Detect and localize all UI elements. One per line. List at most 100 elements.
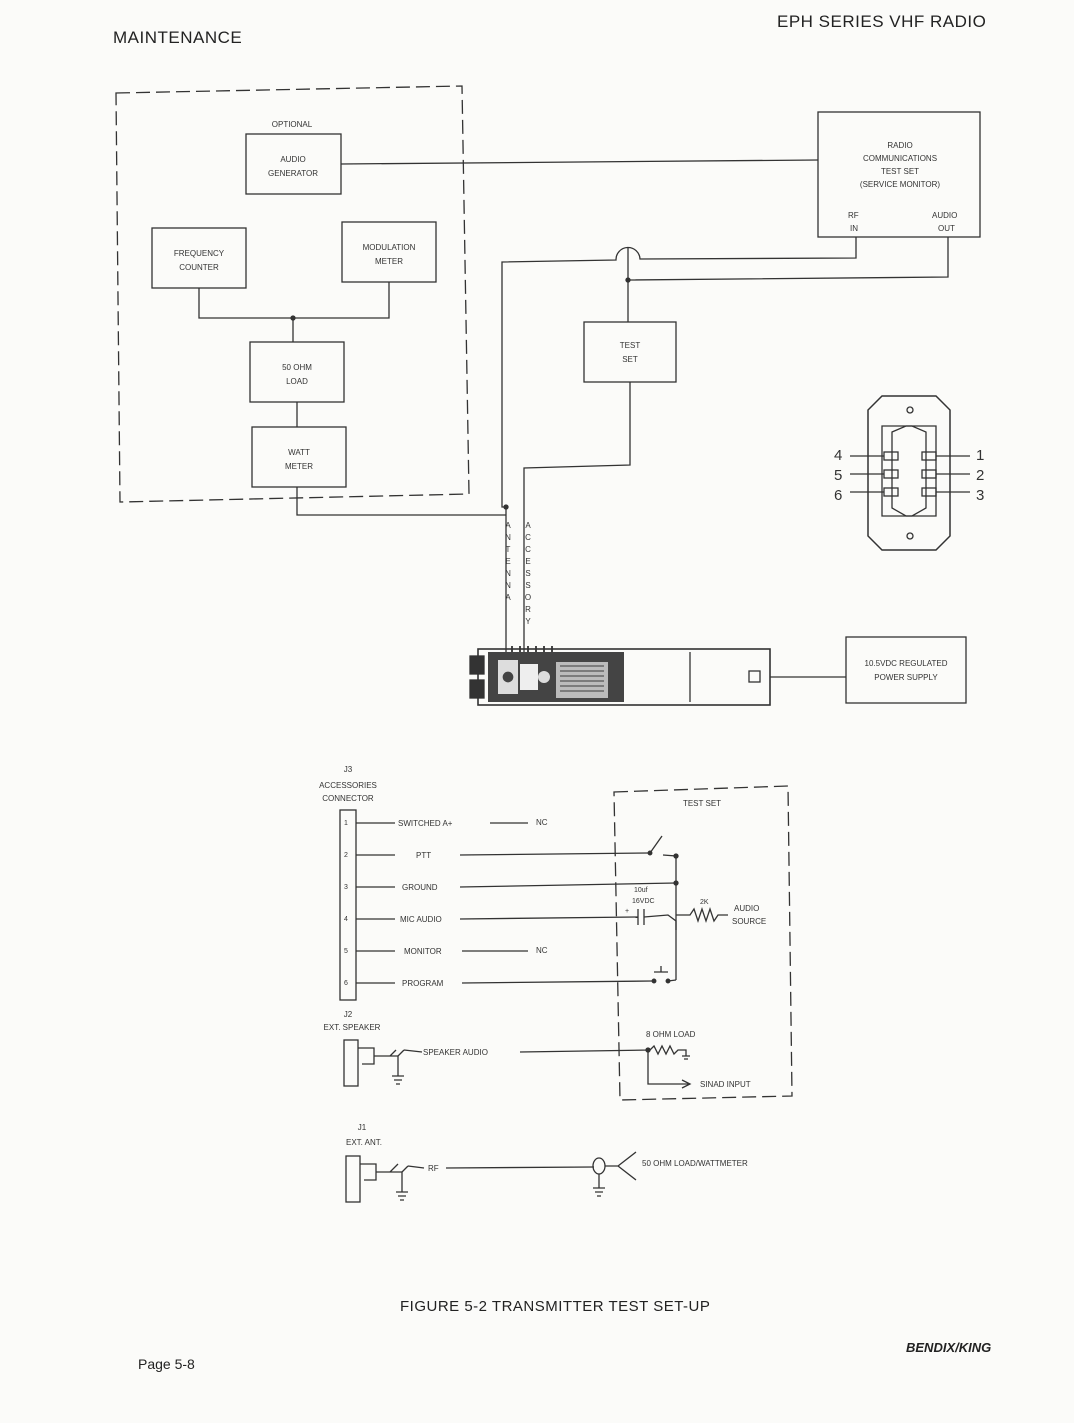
svg-text:1: 1 [344,820,348,827]
audio-generator-line2: GENERATOR [268,169,318,178]
svg-text:A: A [505,521,511,530]
pin6-label: PROGRAM [402,979,444,988]
svg-text:A: A [525,521,531,530]
audio-out-label-1: AUDIO [932,211,957,220]
j3-connector-body [339,809,357,1001]
svg-text:3: 3 [344,884,348,891]
service-monitor-line4: (SERVICE MONITOR) [860,180,940,189]
svg-text:E: E [505,557,510,566]
test-set-line1: TEST [620,341,641,350]
svg-text:T: T [506,545,511,554]
load-50ohm-box [249,341,345,403]
antenna-vertical-label: A N T E N N A [505,521,511,602]
j2-jack [343,1039,359,1087]
optional-enclosure [115,85,470,503]
pin1-label: SWITCHED A+ [398,819,453,828]
audio-source-label-1: AUDIO [734,904,759,913]
audio-generator-box [245,133,342,195]
watt-meter-line1: WATT [288,448,310,457]
load-50ohm-line1: 50 OHM [282,363,312,372]
speaker-audio-label: SPEAKER AUDIO [423,1048,488,1057]
figure-caption: FIGURE 5-2 TRANSMITTER TEST SET-UP [400,1298,711,1315]
j1-label-2: EXT. ANT. [346,1138,382,1147]
power-supply-box [845,636,967,704]
pin5-label: MONITOR [404,947,442,956]
svg-text:4: 4 [344,916,348,923]
svg-text:S: S [525,569,530,578]
connector-pinout-drawing [850,395,970,551]
load-wattmeter-label: 50 OHM LOAD/WATTMETER [642,1159,748,1168]
svg-text:N: N [505,569,511,578]
capacitor-label-1: 10uf [634,887,648,894]
pin-label-6: 6 [834,487,842,504]
pin-label-5: 5 [834,467,842,484]
svg-text:6: 6 [344,980,348,987]
j1-jack [345,1155,361,1203]
pin4-label: MIC AUDIO [400,915,442,924]
manual-title: EPH SERIES VHF RADIO [777,12,987,31]
j2-label-2: EXT. SPEAKER [324,1023,381,1032]
audio-generator-line1: AUDIO [280,155,305,164]
j3-label-2: ACCESSORIES [319,781,377,790]
nc-label-1: NC [536,818,548,827]
svg-text:E: E [525,557,530,566]
pin-label-3: 3 [976,487,984,504]
page-number: Page 5-8 [138,1356,195,1372]
modulation-meter-line1: MODULATION [363,243,416,252]
svg-text:S: S [525,581,530,590]
service-monitor-box [817,111,981,238]
pin3-label: GROUND [402,883,438,892]
svg-text:O: O [525,593,531,602]
svg-text:R: R [525,605,531,614]
test-set-box [583,321,677,383]
watt-meter-box [251,426,347,488]
nc-label-2: NC [536,946,548,955]
svg-text:N: N [505,581,511,590]
test-set-line2: SET [622,355,638,364]
rf-in-label-2: IN [850,224,858,233]
j1-label-1: J1 [358,1123,367,1132]
svg-text:2: 2 [344,852,348,859]
j3-label-1: J3 [344,765,353,774]
rf-in-label-1: RF [848,211,859,220]
pin2-label: PTT [416,851,431,860]
watt-meter-line2: METER [285,462,313,471]
svg-text:A: A [505,593,511,602]
svg-text:N: N [505,533,511,542]
service-monitor-line1: RADIO [887,141,912,150]
radio-unit-drawing [469,646,846,706]
service-monitor-line2: COMMUNICATIONS [863,154,937,163]
audio-out-label-2: OUT [938,224,955,233]
j2-label-1: J2 [344,1010,353,1019]
frequency-counter-line1: FREQUENCY [174,249,225,258]
test-set-enclosure [613,785,793,1101]
rf-label: RF [428,1164,439,1173]
service-monitor-line3: TEST SET [881,167,919,176]
svg-text:Y: Y [525,617,531,626]
optional-label: OPTIONAL [272,120,313,129]
8ohm-load-label: 8 OHM LOAD [646,1030,696,1039]
pin-label-4: 4 [834,447,842,464]
j3-label-3: CONNECTOR [322,794,374,803]
resistor-label: 2K [700,899,709,906]
power-supply-line2: POWER SUPPLY [874,673,938,682]
load-50ohm-line2: LOAD [286,377,308,386]
power-supply-line1: 10.5VDC REGULATED [865,659,948,668]
test-set-enclosure-label: TEST SET [683,799,721,808]
svg-text:5: 5 [344,948,348,955]
audio-source-label-2: SOURCE [732,917,766,926]
sinad-input-label: SINAD INPUT [700,1080,751,1089]
modulation-meter-line2: METER [375,257,403,266]
frequency-counter-line2: COUNTER [179,263,219,272]
accessory-vertical-label: A C C E S S O R Y [525,521,531,626]
modulation-meter-box [341,221,437,283]
svg-text:C: C [525,545,531,554]
frequency-counter-box [151,227,247,289]
capacitor-label-2: 16VDC [632,898,655,905]
pin-label-2: 2 [976,467,984,484]
svg-text:+: + [625,908,629,915]
pin-label-1: 1 [976,447,984,464]
section-title: MAINTENANCE [113,28,243,47]
j3-pin-numbers: 1 2 3 4 5 6 [344,820,348,987]
